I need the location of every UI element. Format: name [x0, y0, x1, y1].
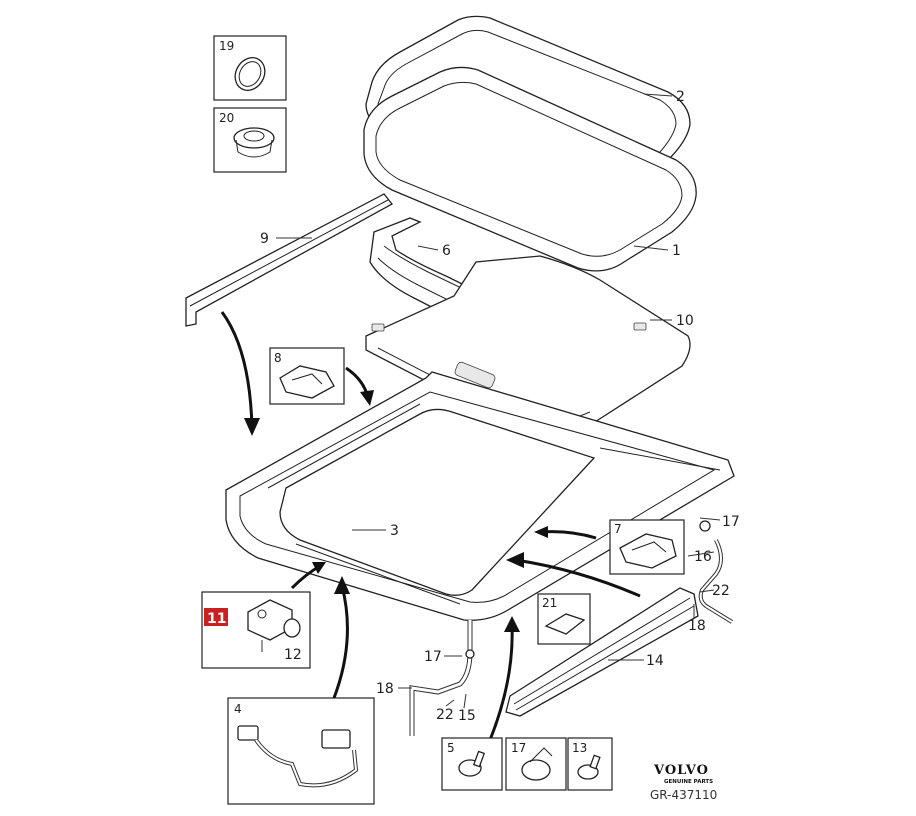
callout-12: 12 — [284, 647, 302, 663]
box-label-5: 5 — [447, 741, 455, 755]
callout-1: 1 — [672, 243, 681, 259]
brand-name: VOLVO — [653, 763, 709, 778]
part-3-sunroof-frame — [225, 371, 735, 621]
detail-box-19: 19 — [213, 35, 287, 101]
callout-2: 2 — [676, 89, 685, 105]
detail-box-21: 21 — [537, 593, 591, 645]
callout-labels: 2 1 9 6 10 3 14 17 16 22 18 17 18 22 15 — [260, 89, 740, 724]
box-label-19: 19 — [219, 39, 234, 53]
part-15-drain-hose-left — [409, 620, 475, 736]
part-1-glass-panel — [363, 66, 697, 272]
brand-tagline: GENUINE PARTS — [664, 779, 713, 785]
callout-22-lower: 22 — [436, 707, 454, 723]
detail-box-13-bolt: 13 — [567, 737, 613, 791]
callout-17-right: 17 — [722, 514, 740, 530]
callout-16: 16 — [694, 549, 712, 565]
box-label-20: 20 — [219, 111, 234, 125]
callout-3: 3 — [390, 523, 399, 539]
box-label-4: 4 — [234, 702, 242, 716]
box-label-7: 7 — [614, 522, 622, 536]
detail-box-11-motor: 11 12 — [201, 591, 311, 669]
box-label-17: 17 — [511, 741, 526, 755]
box-label-8: 8 — [274, 351, 282, 365]
callout-14: 14 — [646, 653, 664, 669]
detail-box-17-clip: 17 — [505, 737, 567, 791]
box-label-13: 13 — [572, 741, 587, 755]
callout-18-lower: 18 — [376, 681, 394, 697]
highlight-badge-11 — [204, 608, 228, 626]
callout-10: 10 — [676, 313, 694, 329]
detail-box-20: 20 — [213, 107, 287, 173]
part-16-drain-hose-right — [698, 520, 734, 624]
detail-box-5-screw: 5 — [441, 737, 503, 791]
callout-17-lower: 17 — [424, 649, 442, 665]
callout-18-right: 18 — [688, 618, 706, 634]
callout-9: 9 — [260, 231, 269, 247]
brand-block: VOLVO GENUINE PARTS GR-437110 — [650, 763, 717, 802]
box-label-11: 11 — [207, 611, 226, 627]
part-14-guide-rail — [505, 587, 699, 717]
drawing-reference: GR-437110 — [650, 788, 717, 802]
callout-6: 6 — [442, 243, 451, 259]
assembly-arrows — [220, 311, 641, 741]
part-9-drain-strip — [185, 193, 393, 327]
callout-22-right: 22 — [712, 583, 730, 599]
detail-box-4-harness: 4 — [227, 697, 375, 805]
detail-box-8: 8 — [269, 347, 345, 405]
box-label-21: 21 — [542, 596, 557, 610]
detail-box-7: 7 — [609, 519, 685, 575]
callout-15: 15 — [458, 708, 476, 724]
